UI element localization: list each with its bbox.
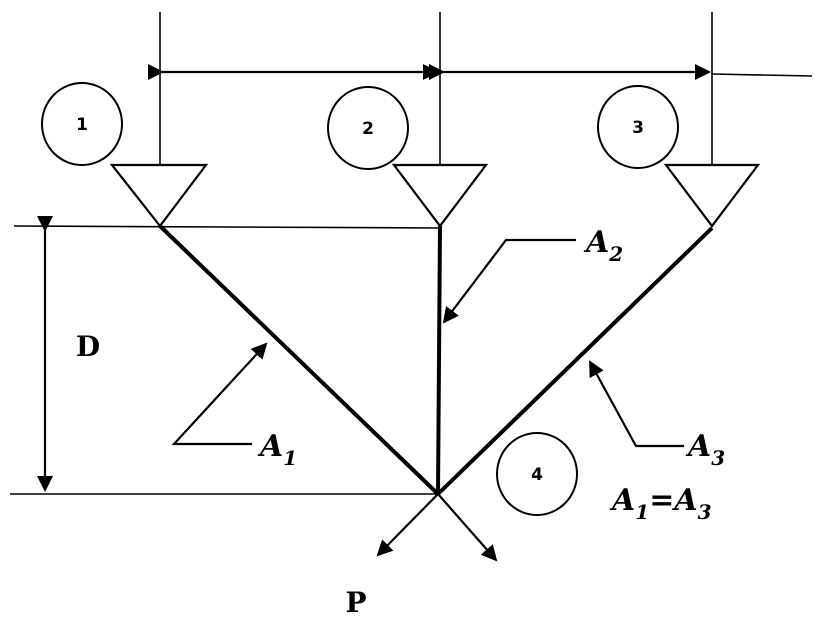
node-2-label: 2 — [362, 119, 374, 139]
equality-sign: = — [649, 483, 674, 518]
load-arrow-left — [376, 493, 439, 557]
support-1-icon — [109, 163, 209, 228]
bar-2 — [436, 225, 442, 495]
area-3-label: A3 — [685, 429, 725, 470]
area-2-main: A — [583, 225, 609, 260]
area-1-label: A1 — [257, 429, 297, 470]
equality-b-sub: 3 — [698, 500, 712, 524]
node-4-circle — [496, 432, 578, 516]
support-3-icon — [663, 163, 761, 228]
node-3-circle — [597, 85, 679, 169]
top-reference-line — [13, 225, 441, 229]
area-3-leader — [589, 360, 684, 448]
equality-b: A — [671, 483, 697, 518]
node-3-label: 3 — [632, 118, 644, 138]
area-equality-label: A1=A3 — [609, 483, 712, 524]
depth-label: D — [76, 330, 100, 363]
area-3-main: A — [685, 429, 711, 464]
support-2-icon — [391, 163, 489, 228]
reference-line-right — [711, 73, 813, 77]
load-arrow-right — [437, 493, 498, 562]
node-4-label: 4 — [531, 465, 543, 485]
area-1-leader — [171, 342, 268, 446]
node-2-circle — [327, 86, 409, 170]
bar-3 — [436, 226, 714, 496]
area-2-label: A2 — [583, 225, 623, 266]
equality-a-sub: 1 — [635, 500, 649, 524]
area-2-leader — [442, 238, 576, 324]
area-2-sub: 2 — [608, 242, 623, 266]
area-3-sub: 3 — [711, 446, 725, 470]
node-1-label: 1 — [76, 115, 88, 135]
area-1-main: A — [257, 429, 283, 464]
load-label: P — [345, 586, 366, 619]
bar-1 — [158, 224, 440, 496]
node-1-circle — [41, 82, 123, 166]
area-1-sub: 1 — [283, 446, 297, 470]
equality-a: A — [609, 483, 635, 518]
